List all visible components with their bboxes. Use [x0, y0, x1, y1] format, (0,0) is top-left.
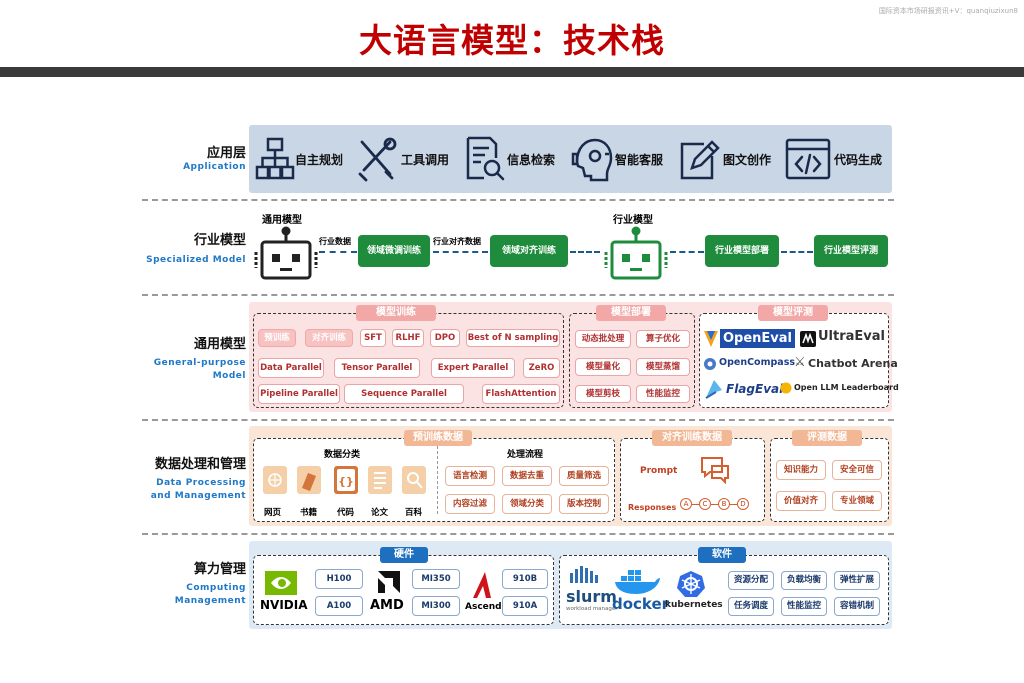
nvidia-logo: NVIDIA [260, 598, 308, 612]
slurm-subtitle: workload manager [566, 606, 618, 612]
ascend-logo: Ascend [465, 602, 502, 612]
ultraeval-logo-icon [800, 331, 816, 347]
row-divider [142, 294, 894, 296]
document-search-icon [466, 136, 505, 181]
process-title: 处理流程 [507, 450, 544, 460]
training-header: 模型训练 [356, 305, 436, 321]
chatbot-arena-logo: Chatbot Arena [808, 357, 898, 370]
flageval-logo-icon [705, 380, 722, 399]
step-domain-align: 领域对齐训练 [490, 235, 568, 267]
headset-icon [571, 138, 613, 182]
open-llm-leaderboard-icon [780, 382, 792, 394]
step-domain-finetune: 领域微调训练 [358, 235, 430, 267]
flow-arrow [570, 251, 600, 253]
opencompass-logo-icon [704, 358, 716, 370]
openeval-logo: OpenEval [720, 329, 796, 348]
kubernetes-logo: kubernetes [665, 600, 723, 610]
open-llm-leaderboard-logo: Open LLM Leaderboard [794, 383, 899, 392]
robot-icon [254, 226, 318, 280]
flow-arrow [319, 251, 357, 253]
hardware-header: 硬件 [380, 547, 428, 563]
row-label-data: 数据处理和管理 Data Processing and Management [150, 457, 246, 501]
app-item-planning: 自主规划 [255, 133, 355, 185]
general-model-label: 通用模型 [262, 215, 302, 226]
app-item-code: 代码生成 [785, 133, 885, 185]
book-icon [297, 466, 321, 494]
robot-icon-green [604, 226, 668, 280]
app-item-creation: 图文创作 [678, 133, 778, 185]
app-item-search: 信息检索 [465, 133, 565, 185]
code-icon [785, 138, 831, 180]
kubernetes-logo-icon [677, 571, 705, 597]
column-divider [437, 446, 438, 514]
openeval-logo-icon [704, 331, 718, 347]
flow-arrow [670, 251, 704, 253]
app-item-tools: 工具调用 [356, 133, 456, 185]
docker-logo: docker [612, 595, 670, 613]
svg-text:{}: {} [338, 475, 354, 488]
flageval-logo: FlagEval [726, 382, 784, 396]
opencompass-logo: OpenCompass [719, 357, 795, 368]
row-label-application: 应用层 Application [183, 146, 246, 172]
hierarchy-icon [255, 137, 295, 180]
application-panel [249, 125, 892, 193]
industry-model-label: 行业模型 [613, 215, 653, 226]
row-divider [142, 533, 894, 535]
paper-icon [368, 466, 392, 494]
flow-arrow [433, 251, 488, 253]
app-item-service: 智能客服 [571, 133, 671, 185]
deploy-header: 模型部署 [596, 305, 666, 321]
eval-box [699, 313, 889, 408]
title-bar [0, 67, 1024, 77]
slurm-logo: slurm [566, 587, 617, 606]
encyclopedia-icon [402, 466, 426, 494]
docker-whale-icon [615, 570, 660, 594]
align-data-header: 对齐训练数据 [652, 430, 732, 446]
webpage-icon [263, 466, 287, 494]
row-label-general: 通用模型 General-purpose Model [153, 337, 246, 381]
step-industry-eval: 行业模型评测 [814, 235, 888, 267]
row-label-specialized: 行业模型 Specialized Model [146, 233, 246, 265]
chatbot-arena-icon: ⚔ [794, 355, 806, 370]
ascend-logo-icon [473, 572, 491, 598]
slurm-logo-icon [570, 566, 598, 583]
code-brackets-icon: {} [334, 466, 358, 494]
amd-logo-icon [378, 571, 400, 593]
page-title: 大语言模型：技术栈 [359, 21, 665, 60]
software-header: 软件 [698, 547, 746, 563]
category-title: 数据分类 [324, 450, 361, 460]
eval-header: 模型评测 [758, 305, 828, 321]
flow-arrow [781, 251, 813, 253]
chat-icon [701, 457, 729, 484]
edit-icon [680, 140, 720, 180]
eval-data-header: 评测数据 [792, 430, 862, 446]
ultraeval-logo: UltraEval [818, 329, 885, 344]
row-label-compute: 算力管理 Computing Management [174, 562, 246, 606]
watermark: 国际资本市场研报资讯+V：quanqiuzixun8 [878, 7, 1018, 15]
tools-icon [358, 137, 397, 182]
amd-logo: AMD [370, 598, 404, 613]
pretrain-header: 预训练数据 [404, 430, 472, 446]
step-industry-deploy: 行业模型部署 [705, 235, 779, 267]
row-divider [142, 199, 894, 201]
nvidia-logo-icon [265, 571, 297, 595]
row-divider [142, 419, 894, 421]
